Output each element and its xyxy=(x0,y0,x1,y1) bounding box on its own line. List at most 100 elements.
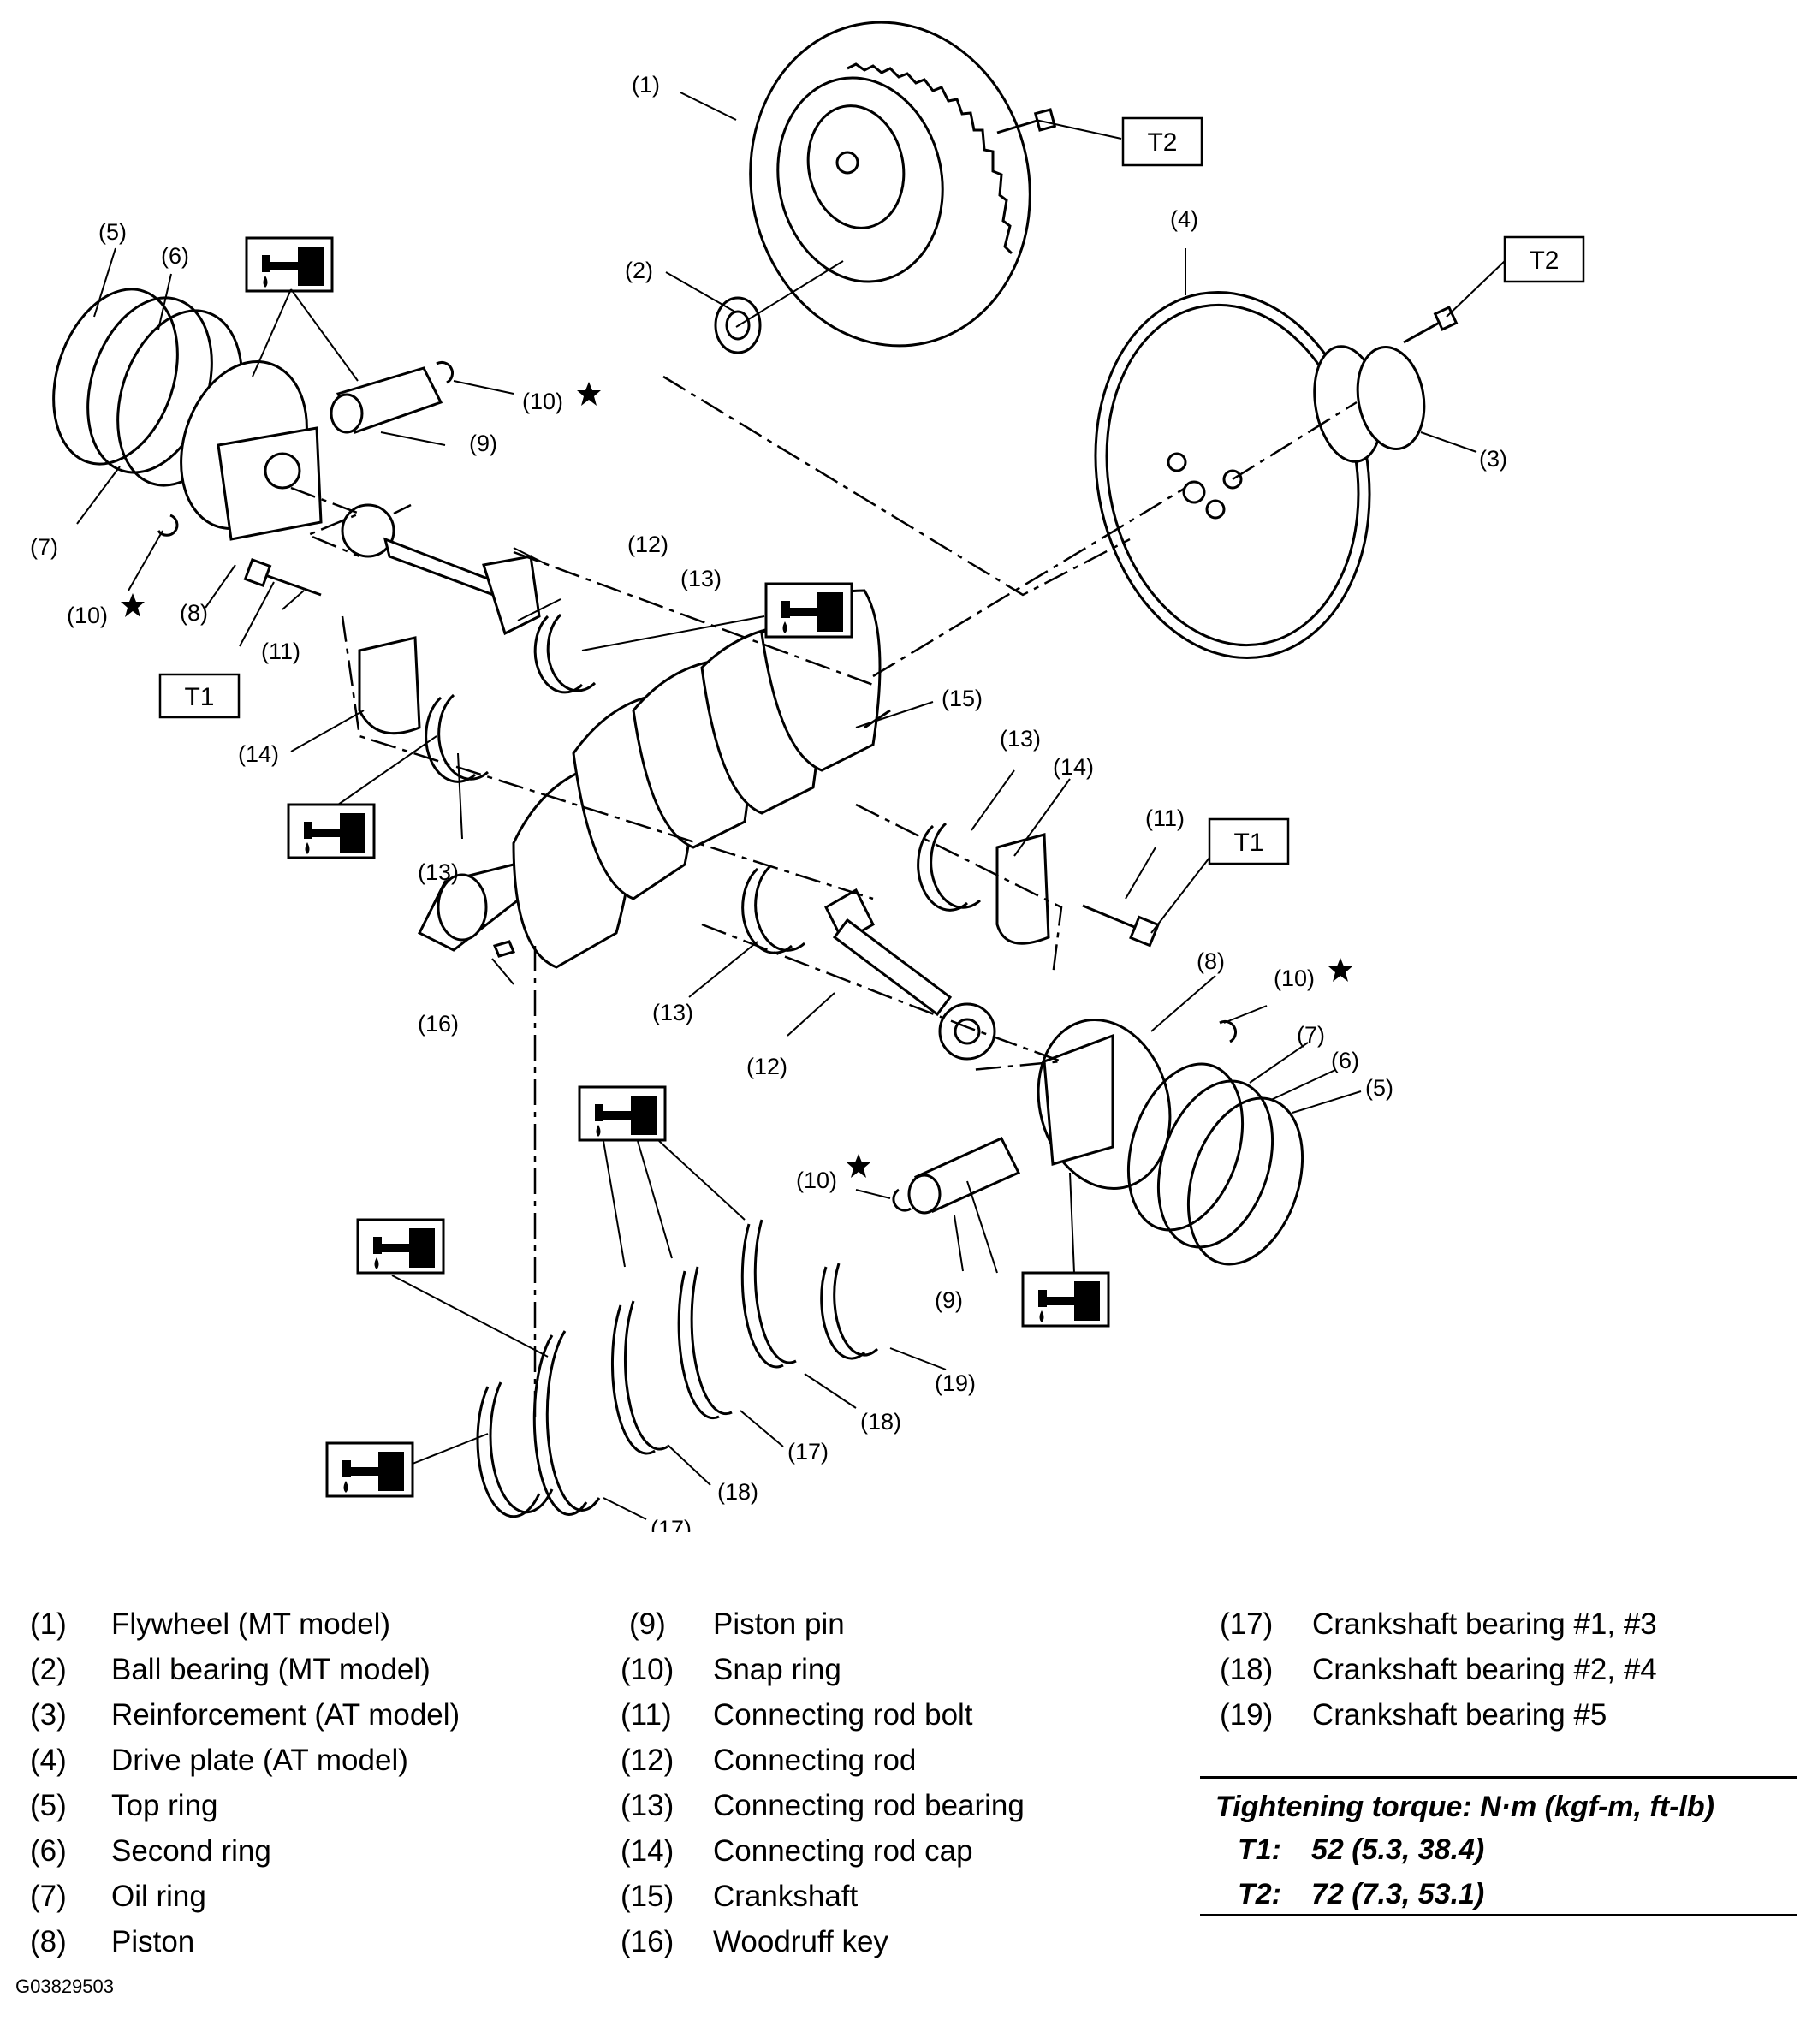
callout-8-left: (8) xyxy=(180,600,208,626)
callout-17-right: (17) xyxy=(787,1439,829,1465)
callout-18-right: (18) xyxy=(860,1409,901,1435)
star-icon xyxy=(847,1154,870,1178)
snap-ring-lower xyxy=(892,1188,912,1212)
rod-bearing-lower-inner xyxy=(754,865,806,952)
left-cap-axis xyxy=(341,615,874,900)
callout-7-left: (7) xyxy=(30,534,58,560)
callout-12-lower: (12) xyxy=(746,1054,787,1079)
snap-ring-upper-left xyxy=(436,360,454,384)
callout-10-lower: (10) xyxy=(796,1168,837,1193)
drive-plate xyxy=(1094,290,1371,660)
torque-heading: Tightening torque: N·m (kgf-m, ft-lb) xyxy=(1215,1791,1714,1823)
reinforcement xyxy=(1313,345,1426,463)
oil-can-icon xyxy=(764,582,853,639)
woodruff-key xyxy=(492,940,516,958)
callout-labels: (1) (2) (3) (4) (5) (6) (7) (8) (9) (10)… xyxy=(30,72,1507,1532)
callout-19: (19) xyxy=(935,1370,976,1396)
torque-box-t2-flywheel: T2 xyxy=(1121,116,1203,167)
upper-rod-axis xyxy=(393,503,874,686)
torque-box-t2-reinforcement: T2 xyxy=(1503,235,1585,283)
snap-ring-right xyxy=(1219,1019,1238,1043)
callout-9-right: (9) xyxy=(935,1287,963,1313)
callout-10-lower-left: (10) xyxy=(67,603,108,628)
rod-bearing-upper-inner xyxy=(546,613,597,692)
star-icon xyxy=(577,382,601,406)
callout-2: (2) xyxy=(625,258,653,283)
rod-bolt-left xyxy=(264,573,322,597)
oil-can-icon xyxy=(245,236,334,293)
callout-7-right: (7) xyxy=(1297,1022,1325,1048)
callout-11-right: (11) xyxy=(1145,805,1185,831)
callout-9-left: (9) xyxy=(469,431,497,456)
piston-left xyxy=(180,359,323,541)
callout-17-left: (17) xyxy=(651,1516,692,1532)
callout-5-left: (5) xyxy=(98,219,127,245)
callout-13-right: (13) xyxy=(1000,726,1041,752)
oil-can-icon xyxy=(325,1441,414,1498)
svg-text:T2: T2 xyxy=(1529,247,1559,275)
piston-pin-right xyxy=(907,1137,1021,1215)
torque-label: T1: xyxy=(1238,1833,1281,1866)
figure-id: G03829503 xyxy=(15,1976,114,1997)
connecting-rod-lower xyxy=(824,888,996,1061)
tightening-torque-table: Tightening torque: N·m (kgf-m, ft-lb) T1… xyxy=(1200,1776,1797,1916)
rod-bearing-right-upper-inner xyxy=(930,822,982,909)
flywheel-axis-line xyxy=(662,375,1131,597)
callout-14-right: (14) xyxy=(1053,754,1094,780)
star-icon xyxy=(1328,958,1352,982)
piston-pin-left xyxy=(330,366,443,434)
callout-11-left: (11) xyxy=(261,639,300,664)
flywheel-bolt-head xyxy=(1033,108,1057,132)
callout-12-upper: (12) xyxy=(627,532,668,557)
callout-6-right: (6) xyxy=(1331,1048,1359,1073)
torque-label: T2: xyxy=(1238,1878,1281,1910)
exploded-diagram: T2 T2 T1 T1 xyxy=(30,21,1585,1532)
svg-text:T1: T1 xyxy=(1233,829,1263,857)
torque-box-t1-left: T1 xyxy=(158,673,241,719)
rod-bearing-right-upper xyxy=(917,824,969,912)
callout-10-upper: (10) xyxy=(522,389,563,414)
callout-13-left: (13) xyxy=(418,859,459,885)
lower-rod-axis xyxy=(701,923,1062,1072)
snap-ring-lower-left xyxy=(157,514,179,537)
torque-row-t1: T1: 52 (5.3, 38.4) xyxy=(1200,1825,1797,1869)
callout-4: (4) xyxy=(1170,206,1198,232)
crankshaft xyxy=(417,589,891,969)
callout-8-right: (8) xyxy=(1197,948,1225,974)
reinforcement-bolt xyxy=(1403,319,1443,344)
torque-bottom-rule xyxy=(1200,1914,1797,1916)
rod-bolt-left-head xyxy=(243,558,272,587)
callout-1: (1) xyxy=(632,72,660,98)
piston-right xyxy=(1037,1018,1172,1191)
svg-text:T1: T1 xyxy=(184,683,214,711)
piston-rings-right xyxy=(1126,1062,1304,1266)
rod-bolt-right xyxy=(1082,904,1139,930)
torque-value: 72 (7.3, 53.1) xyxy=(1311,1878,1485,1910)
oil-can-icon xyxy=(356,1218,445,1275)
callout-13-upper: (13) xyxy=(680,566,722,591)
rod-cap-left xyxy=(358,636,421,735)
rod-bearing-lower xyxy=(741,867,793,954)
callout-3: (3) xyxy=(1479,446,1507,472)
oil-can-icon xyxy=(1021,1271,1110,1328)
left-piston-axis xyxy=(290,486,363,558)
rod-bearing-left xyxy=(425,696,477,783)
callout-10-right: (10) xyxy=(1274,966,1315,991)
flywheel xyxy=(749,21,1031,348)
oil-can-icon xyxy=(578,1085,667,1142)
svg-text:T2: T2 xyxy=(1147,128,1177,157)
rod-bearing-upper xyxy=(533,615,584,694)
leader-lines xyxy=(76,92,1506,1520)
torque-box-t1-right: T1 xyxy=(1208,817,1290,865)
right-cap-axis xyxy=(855,803,1063,977)
callout-6-left: (6) xyxy=(161,243,189,269)
reinforcement-axis-line xyxy=(1232,401,1358,481)
oil-can-icon xyxy=(287,803,376,859)
torque-row-t2: T2: 72 (7.3, 53.1) xyxy=(1200,1869,1797,1914)
callout-5-right: (5) xyxy=(1365,1075,1393,1101)
torque-value: 52 (5.3, 38.4) xyxy=(1311,1833,1485,1866)
callout-13-lower: (13) xyxy=(652,1000,693,1025)
rod-bearing-left-inner xyxy=(437,693,490,781)
callout-18-left: (18) xyxy=(717,1479,758,1505)
torque-top-rule xyxy=(1200,1776,1797,1779)
